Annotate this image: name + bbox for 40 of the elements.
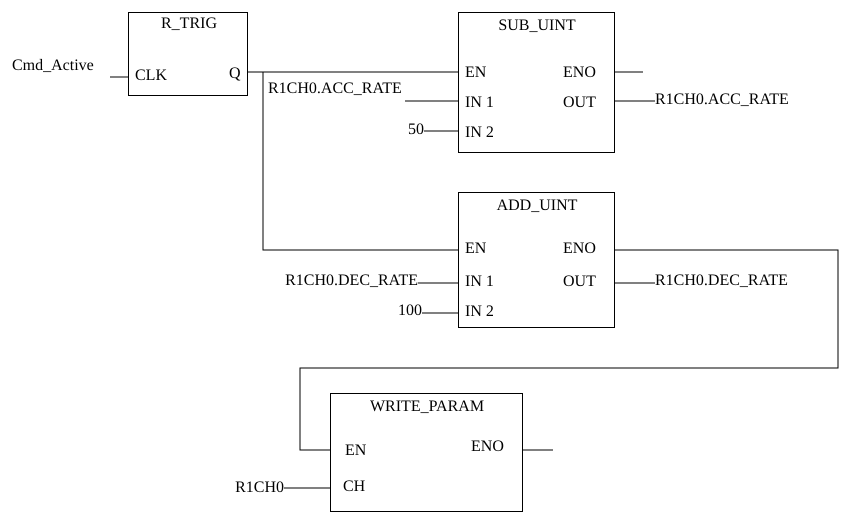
function-block — [458, 12, 615, 153]
pin-label: CH — [343, 478, 366, 496]
variable-label: R1CH0 — [222, 479, 284, 499]
pin-label: IN 1 — [465, 94, 494, 112]
function-block — [458, 192, 615, 328]
wire — [424, 130, 458, 132]
variable-label: 50 — [400, 121, 424, 141]
pin-label: ENO — [471, 438, 504, 456]
wire — [614, 282, 656, 284]
function-block — [128, 12, 248, 96]
block-title: R_TRIG — [161, 15, 217, 33]
pin-label: EN — [465, 64, 486, 82]
pin-label: OUT — [563, 273, 596, 291]
pin-label: IN 2 — [465, 303, 494, 321]
wire — [422, 312, 458, 314]
wire — [110, 76, 128, 78]
wire — [300, 250, 838, 450]
block-title: WRITE_PARAM — [370, 398, 484, 416]
variable-label: R1CH0.DEC_RATE — [655, 272, 830, 292]
pin-label: CLK — [135, 67, 167, 85]
pin-label: ENO — [563, 64, 596, 82]
wire — [248, 72, 458, 250]
variable-label: R1CH0.DEC_RATE — [248, 272, 418, 292]
wire — [418, 282, 458, 284]
variable-label: R1CH0.ACC_RATE — [268, 80, 405, 102]
pin-label: Q — [229, 65, 241, 83]
pin-label: OUT — [563, 94, 596, 112]
pin-label: IN 1 — [465, 273, 494, 291]
pin-label: EN — [465, 240, 486, 258]
variable-label: Cmd_Active — [12, 57, 110, 77]
function-block — [330, 393, 523, 512]
variable-label: 100 — [390, 302, 422, 322]
wire — [614, 100, 656, 102]
variable-label: R1CH0.ACC_RATE — [655, 91, 805, 111]
pin-label: IN 2 — [465, 124, 494, 142]
block-title: ADD_UINT — [496, 197, 578, 215]
wire — [404, 100, 458, 102]
pin-label: ENO — [563, 240, 596, 258]
pin-label: EN — [345, 442, 366, 460]
block-title: SUB_UINT — [498, 17, 576, 35]
